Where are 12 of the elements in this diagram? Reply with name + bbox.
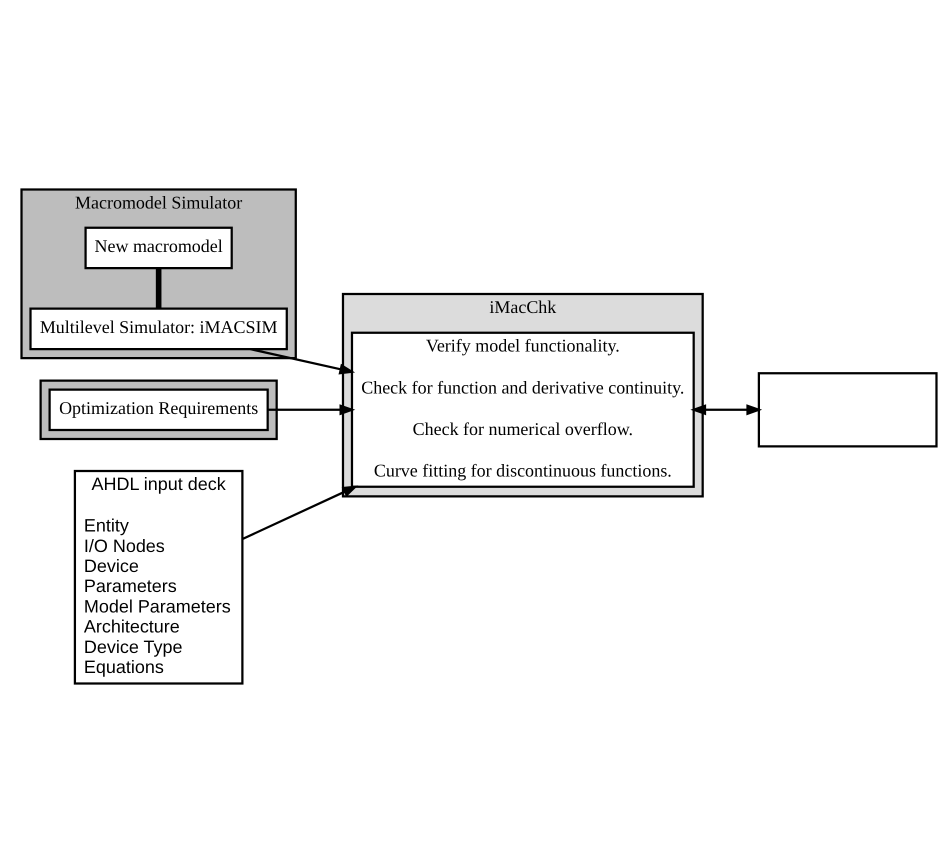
arrow — [242, 485, 358, 540]
connector — [156, 268, 162, 308]
node-box: Multilevel Simulator: iMACSIM — [29, 308, 288, 350]
node-box: New macromodel — [84, 226, 233, 270]
node-box: AHDL input deck Entity I/O Nodes Device Parameters Model Parameters Architecture Device Type Equations — [74, 470, 244, 685]
arrow — [268, 404, 356, 416]
arrow — [690, 404, 762, 416]
arrow — [250, 348, 356, 374]
node-box — [758, 372, 938, 448]
node-box: Optimization Requirements — [48, 388, 269, 432]
cluster — [40, 379, 278, 440]
node-box: Verify model functionality. Check for function and derivative continuity. Check for numerical overflow. Curve fitting for discontinuous functions. — [350, 332, 695, 488]
